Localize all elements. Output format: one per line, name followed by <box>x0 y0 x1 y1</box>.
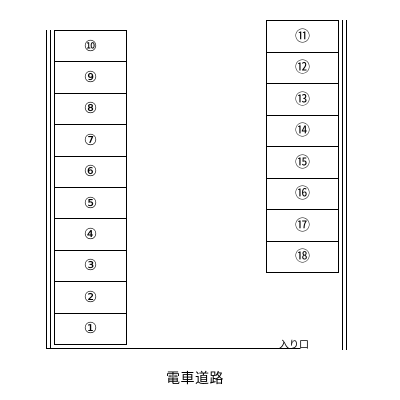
road-edge-line <box>46 348 300 349</box>
parking-stall[interactable]: ⑮ <box>267 147 338 179</box>
parking-stall[interactable]: ⑬ <box>267 84 338 116</box>
parking-stall[interactable]: ⑩ <box>55 31 126 63</box>
entrance-label: 入り口 <box>279 340 309 351</box>
right-parking-column: ⑪ ⑫ ⑬ ⑭ ⑮ ⑯ ⑰ ⑱ <box>266 20 339 273</box>
parking-stall[interactable]: ⑫ <box>267 53 338 84</box>
parking-stall[interactable]: ⑥ <box>55 157 126 188</box>
road-label: 電車道路 <box>166 371 224 387</box>
parking-stall[interactable]: ⑱ <box>267 242 338 273</box>
parking-stall[interactable]: ⑯ <box>267 179 338 210</box>
parking-stall[interactable]: ② <box>55 282 126 314</box>
parking-stall[interactable]: ① <box>55 314 126 345</box>
parking-stall[interactable]: ⑭ <box>267 116 338 147</box>
parking-stall[interactable]: ④ <box>55 219 126 251</box>
left-boundary-inner <box>50 30 51 348</box>
parking-stall[interactable]: ⑧ <box>55 94 126 126</box>
right-boundary-outer <box>346 20 347 350</box>
left-parking-column: ⑩ ⑨ ⑧ ⑦ ⑥ ⑤ ④ ③ ② ① <box>54 30 127 345</box>
right-boundary-inner <box>342 20 343 350</box>
left-boundary-outer <box>46 30 47 348</box>
parking-stall[interactable]: ⑤ <box>55 188 126 220</box>
parking-stall[interactable]: ⑨ <box>55 62 126 94</box>
parking-stall[interactable]: ⑰ <box>267 210 338 242</box>
parking-stall[interactable]: ⑦ <box>55 125 126 157</box>
parking-stall[interactable]: ③ <box>55 251 126 283</box>
parking-stall[interactable]: ⑪ <box>267 21 338 53</box>
